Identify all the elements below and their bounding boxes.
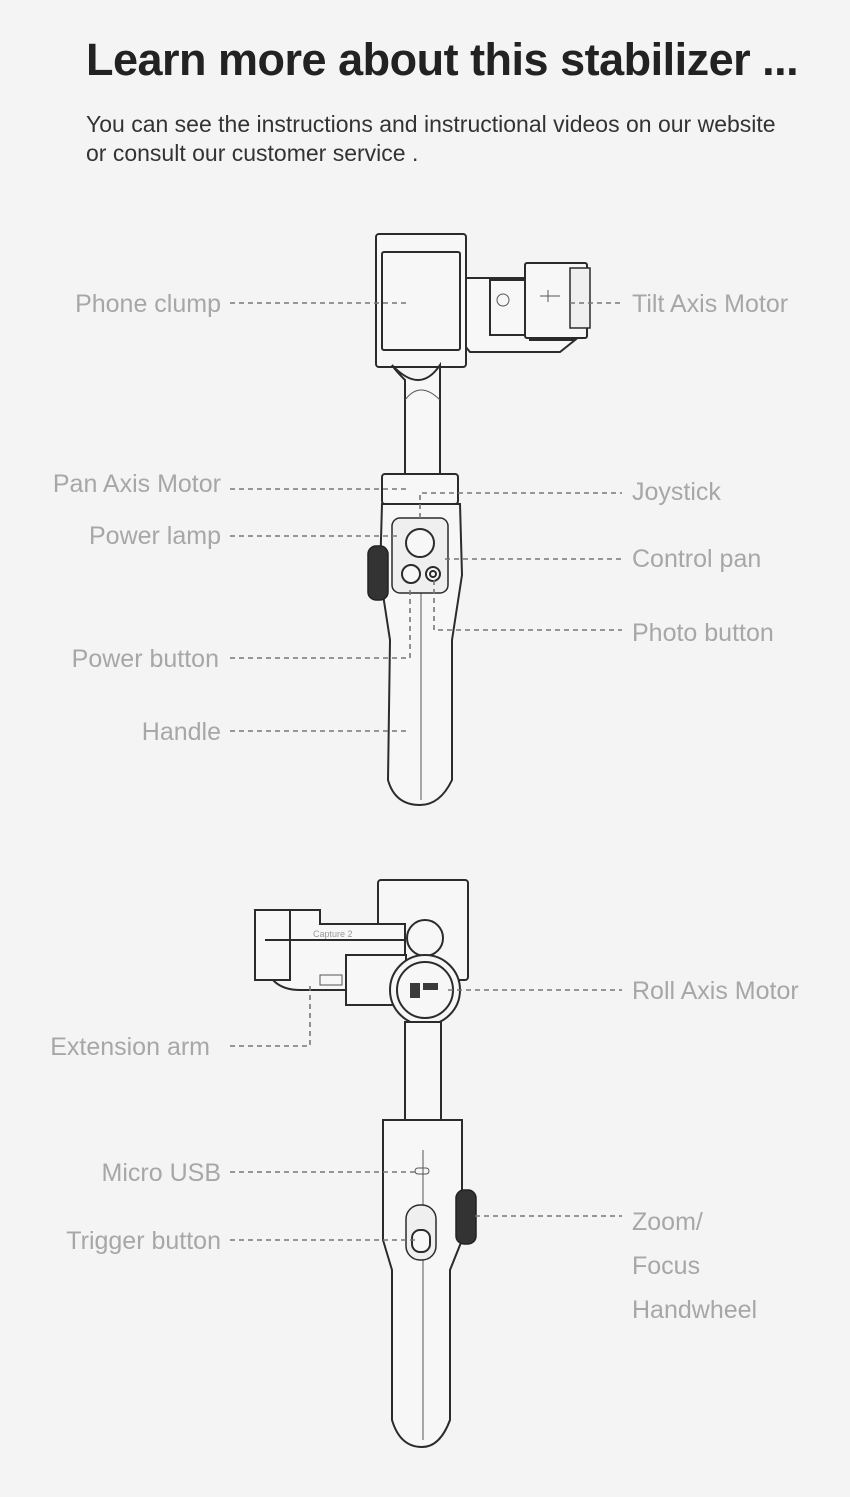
zoom-line-1: Zoom/ xyxy=(632,1208,703,1236)
page-subtitle: You can see the instructions and instruc… xyxy=(86,111,776,166)
label-power-lamp: Power lamp xyxy=(89,522,221,550)
label-zoom-focus-handwheel: Zoom/ Focus Handwheel xyxy=(632,1200,757,1332)
device-model-text: Capture 2 xyxy=(313,929,353,939)
label-extension-arm: Extension arm xyxy=(50,1033,210,1061)
top-device-illustration xyxy=(367,233,591,807)
label-micro-usb: Micro USB xyxy=(101,1159,221,1187)
top-leader-lines xyxy=(230,302,622,732)
label-control-pan: Control pan xyxy=(632,545,762,573)
label-phone-clump: Phone clump xyxy=(75,290,221,318)
label-roll-axis-motor: Roll Axis Motor xyxy=(632,977,799,1005)
zoom-line-2: Focus xyxy=(632,1252,701,1280)
bottom-leader-lines xyxy=(230,985,622,1241)
zoom-line-3: Handwheel xyxy=(632,1296,758,1324)
page-title: Learn more about this stabilizer ... xyxy=(86,34,799,85)
label-photo-button: Photo button xyxy=(632,619,774,647)
label-pan-axis-motor: Pan Axis Motor xyxy=(52,470,221,498)
label-tilt-axis-motor: Tilt Axis Motor xyxy=(632,290,789,318)
label-joystick: Joystick xyxy=(632,478,721,506)
bottom-device-illustration xyxy=(253,879,477,1449)
label-handle: Handle xyxy=(141,718,221,746)
label-power-button: Power button xyxy=(71,645,219,673)
label-trigger-button: Trigger button xyxy=(66,1227,221,1255)
